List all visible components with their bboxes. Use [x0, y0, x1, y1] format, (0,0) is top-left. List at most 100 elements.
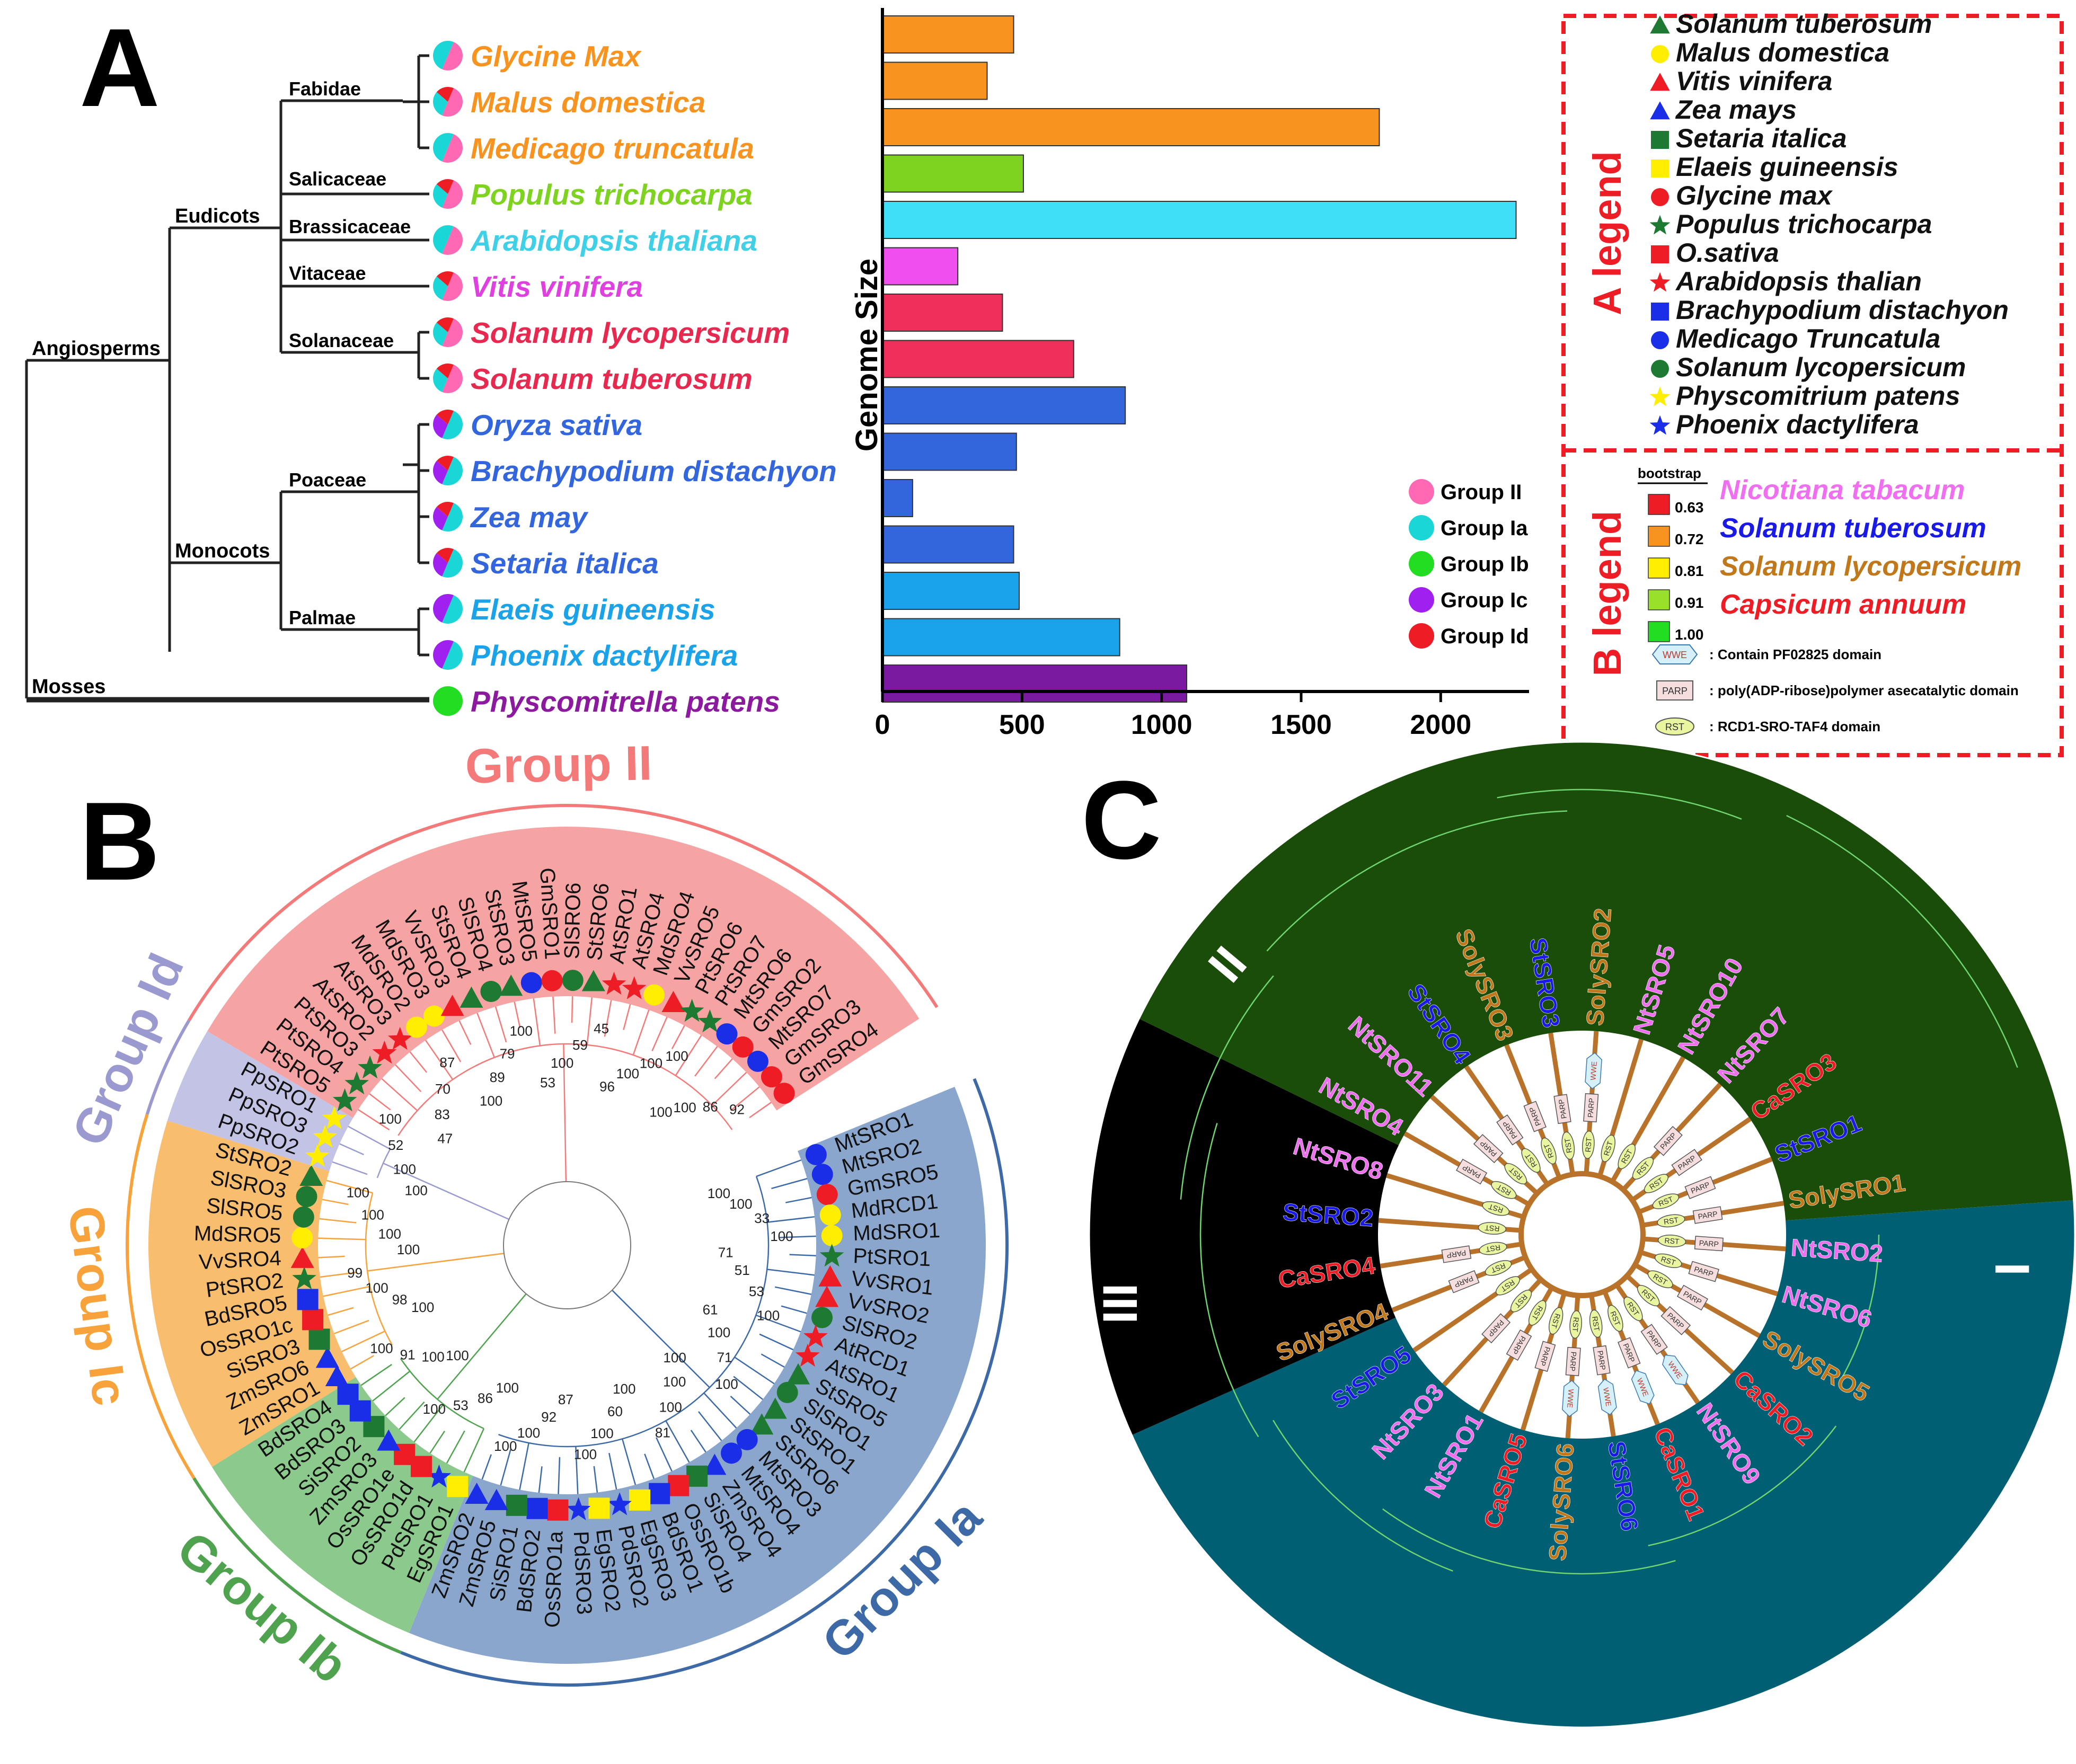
bootstrap-value: 100 — [393, 1161, 416, 1177]
group-sector — [211, 1377, 473, 1633]
species-marker — [337, 1384, 359, 1405]
bootstrap-value: 100 — [480, 1093, 502, 1109]
bootstrap-value: 100 — [423, 1401, 446, 1417]
group-swatch — [1409, 587, 1434, 613]
species-label: Arabidopsis thaliana — [470, 224, 757, 257]
legend-marker — [1651, 45, 1669, 63]
bootstrap-value: 100 — [613, 1381, 635, 1397]
bootstrap-value: 1.00 — [1675, 626, 1704, 643]
species-label: Elaeis guineensis — [471, 593, 715, 626]
species-label: Setaria italica — [471, 547, 659, 580]
genome-bar — [882, 61, 988, 100]
bootstrap-value: 33 — [754, 1210, 770, 1226]
species-marker — [776, 1381, 798, 1403]
group-swatch — [1409, 479, 1434, 504]
genome-bar — [882, 525, 1014, 564]
leaf-branch — [694, 1046, 718, 1077]
genome-bar — [882, 664, 1188, 703]
legend-a-label: O.sativa — [1676, 238, 1779, 268]
gene-label: PdSRO3 — [569, 1530, 596, 1615]
bootstrap-swatch — [1648, 589, 1670, 610]
domain-description: : RCD1-SRO-TAF4 domain — [1709, 719, 1880, 734]
rst-domain-icon: RST — [1561, 1131, 1575, 1160]
leaf-branch — [358, 1109, 390, 1131]
bootstrap-value: 100 — [347, 1184, 369, 1200]
genome-bar — [882, 15, 1014, 54]
bootstrap-value: 98 — [392, 1291, 408, 1307]
leaf-branch — [761, 1353, 785, 1368]
group-pie-icon — [433, 502, 463, 531]
center-ring — [1518, 1171, 1646, 1298]
y-axis-label: Genome Size — [850, 259, 884, 451]
group-pie-icon — [433, 410, 463, 439]
species-marker — [716, 1023, 738, 1045]
bootstrap-value: 100 — [397, 1242, 420, 1257]
bootstrap-value: 100 — [574, 1447, 597, 1462]
species-marker — [643, 984, 665, 1006]
bootstrap-swatch — [1648, 557, 1670, 579]
leaf-branch — [320, 1271, 357, 1278]
bootstrap-value: 0.91 — [1675, 595, 1704, 611]
rst-domain-icon: RST — [1521, 1148, 1541, 1173]
species-marker — [308, 1328, 330, 1350]
wwe-domain-icon — [1651, 644, 1698, 664]
rst-domain-icon: RST — [1657, 1234, 1686, 1247]
species-marker — [649, 1483, 670, 1504]
leaf-branch — [767, 1216, 815, 1223]
leaf-branch — [651, 1016, 668, 1052]
species-label: Oryza sativa — [471, 409, 642, 441]
domain-tag: PARP — [1596, 1350, 1607, 1371]
species-marker — [588, 1497, 610, 1519]
leaf-branch — [458, 1020, 472, 1045]
panel-label-a: A — [79, 5, 160, 130]
legend-a-label: Medicago Truncatula — [1676, 324, 1940, 353]
group-pie-icon — [433, 548, 463, 578]
species-marker — [499, 974, 523, 996]
bootstrap-value: 100 — [590, 1425, 613, 1441]
bootstrap-value: 51 — [735, 1262, 750, 1278]
leaf-branch — [318, 1237, 366, 1240]
leaf-branch — [789, 1254, 816, 1256]
bootstrap-value: 100 — [496, 1380, 519, 1396]
species-marker — [668, 1475, 690, 1496]
group-pie-icon — [433, 364, 463, 393]
species-marker — [305, 1144, 330, 1167]
species-marker — [815, 1286, 839, 1307]
bootstrap-value: 100 — [361, 1207, 384, 1222]
bootstrap-value: 100 — [551, 1055, 573, 1071]
rst-domain-icon: RST — [1549, 1307, 1563, 1335]
species-marker — [819, 1244, 844, 1267]
bootstrap-value: 92 — [729, 1101, 745, 1117]
species-marker — [372, 1040, 397, 1064]
legend-marker — [1651, 159, 1669, 178]
leaf-branch — [665, 1420, 690, 1463]
species-marker — [480, 981, 502, 1003]
group-pie-icon — [433, 41, 463, 70]
bootstrap-value: 100 — [729, 1196, 752, 1212]
domain-tag: PARP — [1557, 1098, 1568, 1119]
leaf-branch — [779, 1235, 816, 1238]
species-marker — [819, 1204, 841, 1226]
leaf-branch — [385, 1397, 405, 1416]
legend-a-label: Arabidopsis thalian — [1675, 267, 1922, 296]
legend-marker — [1649, 386, 1671, 406]
domain-tag: PARP — [1699, 1238, 1719, 1248]
leaf-branch — [533, 998, 541, 1046]
leaf-branch — [593, 1466, 598, 1493]
legend-marker — [1649, 272, 1671, 292]
bootstrap-value: 86 — [703, 1098, 718, 1114]
leaf-branch — [326, 1180, 373, 1194]
rst-domain-icon: RST — [1654, 1253, 1682, 1268]
clade-vitaceae: Vitaceae — [289, 262, 366, 284]
species-label: Glycine Max — [471, 40, 642, 73]
species-marker — [313, 1124, 338, 1148]
bootstrap-value: 86 — [478, 1390, 493, 1406]
bootstrap-value: 100 — [616, 1066, 639, 1082]
genome-bar — [882, 154, 1024, 193]
genome-bar — [882, 572, 1020, 610]
leaf-branch — [328, 1307, 354, 1316]
parp-domain-icon: PARP — [1565, 1346, 1581, 1376]
species-marker — [387, 1026, 412, 1050]
